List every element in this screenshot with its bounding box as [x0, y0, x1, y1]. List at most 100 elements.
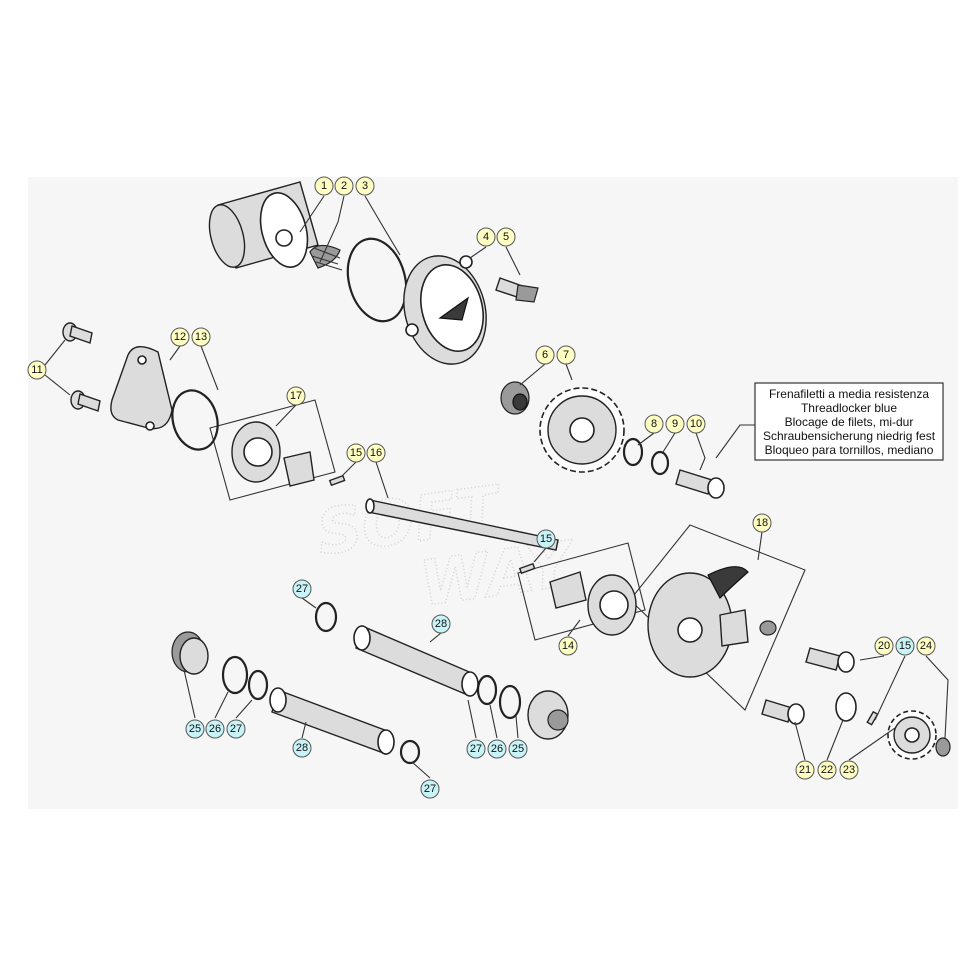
bolt-part-21: [761, 699, 805, 725]
callout-23: 23: [839, 760, 859, 780]
callout-label: 15: [540, 533, 552, 545]
callout-27: 27: [226, 719, 246, 739]
callout-badge: [895, 636, 915, 656]
callout-badge: [817, 760, 837, 780]
callout-17: 17: [286, 386, 306, 406]
callout-14: 14: [558, 636, 578, 656]
plug-part-25-right: [527, 690, 569, 740]
callout-label: 27: [424, 783, 436, 795]
callout-1: 1: [314, 176, 334, 196]
callout-label: 22: [821, 764, 833, 776]
callout-label: 14: [562, 640, 574, 652]
callout-label: 27: [230, 723, 242, 735]
group-box-17: [209, 399, 336, 501]
group-box-14: [517, 542, 646, 641]
bushing-part-6: [500, 381, 530, 415]
cover-plate-part-12: [110, 346, 173, 431]
callout-25: 25: [185, 719, 205, 739]
callout-badge: [556, 345, 576, 365]
callout-label: 28: [435, 618, 447, 630]
bolt-part-5: [495, 277, 539, 303]
pin-part-15-left: [328, 474, 346, 487]
callout-badge: [226, 719, 246, 739]
callout-badge: [420, 779, 440, 799]
note-box: [754, 382, 944, 461]
callout-label: 2: [341, 180, 347, 192]
callout-8: 8: [644, 414, 664, 434]
callout-label: 9: [672, 418, 678, 430]
callout-4: 4: [476, 227, 496, 247]
callout-badge: [431, 614, 451, 634]
callout-badge: [27, 360, 47, 380]
note-line-4: Schraubensicherung niedrig fest: [763, 429, 936, 443]
callout-label: 18: [756, 517, 768, 529]
callout-label: 16: [370, 447, 382, 459]
callout-10: 10: [686, 414, 706, 434]
pump-rotors-part-17: [231, 421, 315, 487]
spring-part: [309, 244, 343, 271]
callout-15: 15: [895, 636, 915, 656]
callout-13: 13: [191, 327, 211, 347]
callout-badge: [205, 719, 225, 739]
callout-16: 16: [366, 443, 386, 463]
screw-part-11b: [70, 390, 101, 412]
callout-badge: [346, 443, 366, 463]
callout-badge: [292, 738, 312, 758]
filter-cover-part: [403, 255, 487, 365]
callout-27: 27: [420, 779, 440, 799]
callout-12: 12: [170, 327, 190, 347]
callout-badge: [508, 739, 528, 759]
callout-badge: [874, 636, 894, 656]
note-line-3: Blocage de filets, mi-dur: [785, 415, 914, 429]
note-line-1: Frenafiletti a media resistenza: [769, 387, 929, 401]
callout-6: 6: [535, 345, 555, 365]
callout-9: 9: [665, 414, 685, 434]
callout-27: 27: [466, 739, 486, 759]
pin-part-15-right: [866, 710, 879, 726]
callout-label: 15: [350, 447, 362, 459]
callout-badge: [558, 636, 578, 656]
callout-badge: [170, 327, 190, 347]
callout-label: 17: [290, 390, 302, 402]
callout-label: 21: [799, 764, 811, 776]
callout-15: 15: [536, 529, 556, 549]
callout-badge: [686, 414, 706, 434]
screw-part-11a: [62, 322, 93, 344]
callout-label: 7: [563, 349, 569, 361]
callout-badge: [476, 227, 496, 247]
bolt-part-10: [675, 469, 725, 499]
oil-filter-part: [208, 181, 319, 269]
callout-badge: [286, 386, 306, 406]
diagram-panel: [28, 177, 958, 809]
callout-label: 13: [195, 331, 207, 343]
callout-badge: [839, 760, 859, 780]
plug-part-25-left: [171, 631, 209, 675]
o-ring-part-26-left: [221, 655, 249, 695]
callout-label: 27: [470, 743, 482, 755]
callout-2: 2: [334, 176, 354, 196]
callout-15: 15: [346, 443, 366, 463]
callout-28: 28: [431, 614, 451, 634]
callout-label: 1: [321, 180, 327, 192]
callout-26: 26: [205, 719, 225, 739]
shaft-part-16: [365, 498, 559, 551]
callouts: 1 2 3 4 5 6 7 8 9 10 11 12 13 17 15 16 1…: [27, 176, 936, 799]
callout-badge: [355, 176, 375, 196]
callout-20: 20: [874, 636, 894, 656]
o-ring-part: [346, 237, 408, 323]
callout-18: 18: [752, 513, 772, 533]
callout-badge: [665, 414, 685, 434]
callout-label: 24: [920, 640, 932, 652]
callout-label: 8: [651, 418, 657, 430]
callout-28: 28: [292, 738, 312, 758]
washer-part-22: [835, 692, 857, 722]
o-ring-part-27-right: [476, 674, 498, 706]
callout-label: 15: [899, 640, 911, 652]
callout-7: 7: [556, 345, 576, 365]
callout-5: 5: [496, 227, 516, 247]
drive-sprocket-part-23: [887, 710, 937, 760]
callout-11: 11: [27, 360, 47, 380]
callout-label: 26: [209, 723, 221, 735]
callout-badge: [644, 414, 664, 434]
